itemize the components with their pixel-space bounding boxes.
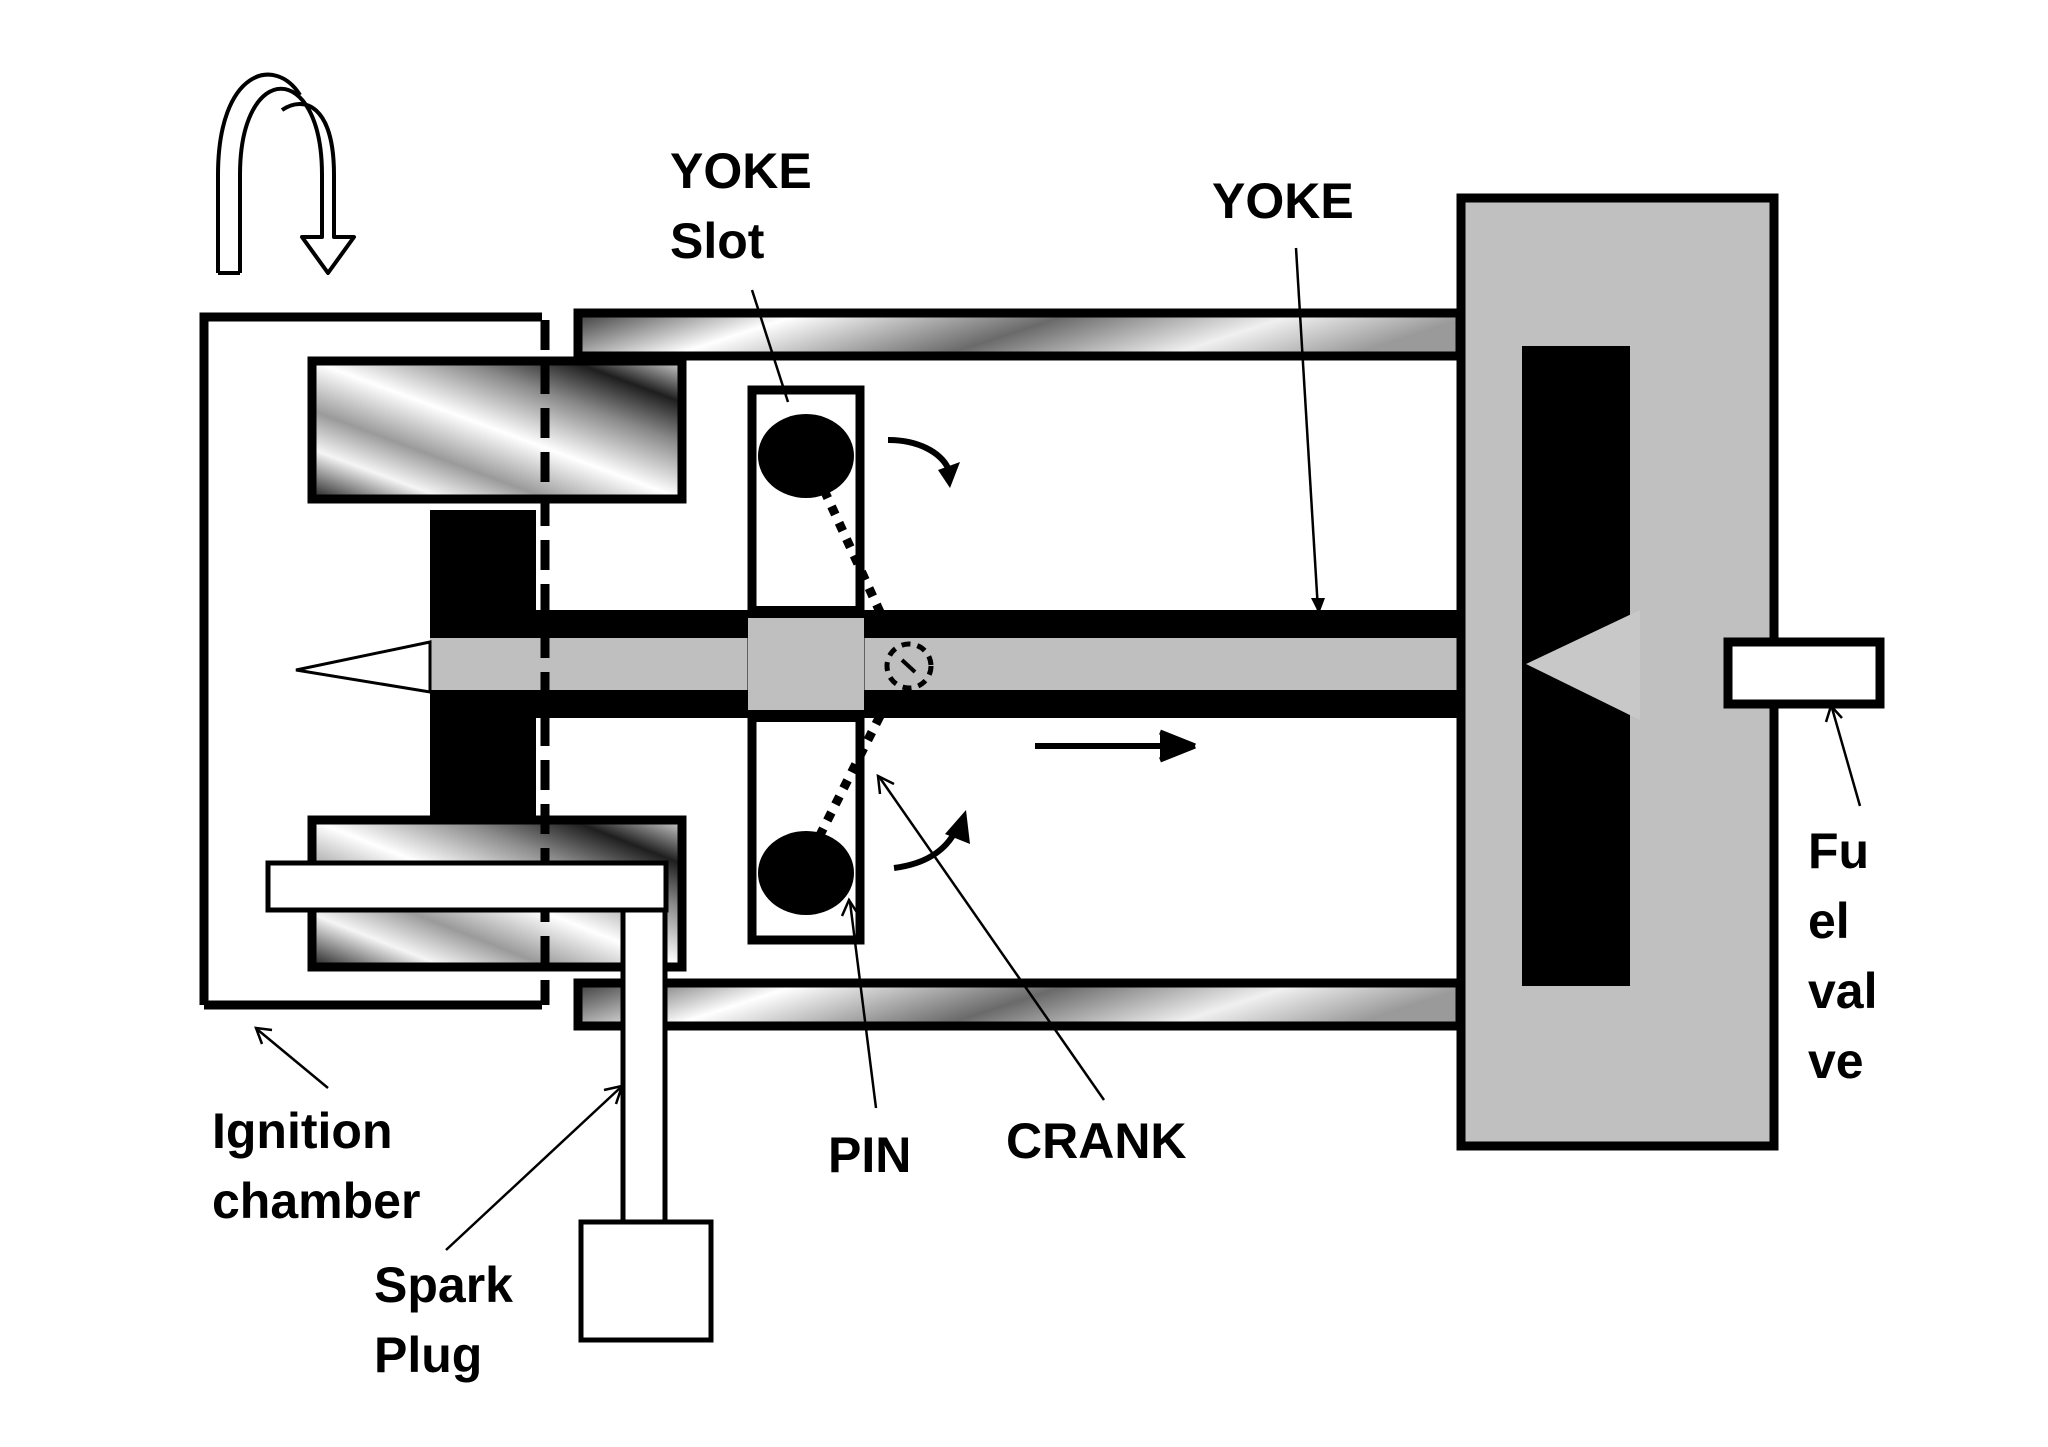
label-crank: CRANK (1006, 1113, 1187, 1169)
label-ignition-line1: Ignition (212, 1103, 393, 1159)
leader-yoke-arrowhead (1311, 598, 1325, 614)
label-fuel-line2: el (1808, 893, 1850, 949)
label-fuel-line1: Fu (1808, 823, 1869, 879)
label-ignition-line2: chamber (212, 1173, 420, 1229)
leader-fuel-arrowhead (1824, 703, 1843, 723)
label-spark-line2: Plug (374, 1327, 482, 1383)
curved-arrow-clockwise-icon (887, 437, 960, 488)
right-arrow-icon (1035, 729, 1196, 763)
label-spark-line1: Spark (374, 1257, 513, 1313)
leader-spark-arrowhead (603, 1084, 624, 1105)
label-fuel-line3: val (1808, 963, 1878, 1019)
curved-u-turn-arrow-icon (216, 72, 356, 275)
label-yoke-slot-line1: YOKE (670, 143, 812, 199)
leader-pin-arrowhead (840, 897, 860, 917)
label-yoke-slot-line2: Slot (670, 213, 765, 269)
leader-ignition-chamber (257, 1029, 329, 1089)
fuel-valve (1723, 637, 1885, 709)
curved-arrow-up-icon (893, 810, 970, 871)
upper-guide-rail (573, 308, 1465, 361)
leader-ignition-arrowhead (254, 1026, 273, 1045)
pin-top (758, 414, 854, 498)
leader-spark-plug (445, 1087, 621, 1251)
ignition-chamber (199, 312, 542, 1010)
crank-center (884, 641, 934, 691)
leader-fuel-valve (1830, 707, 1862, 807)
pin-bottom (758, 831, 854, 915)
spark-plug (265, 860, 714, 1343)
connecting-rod (430, 638, 1526, 690)
leader-crank (878, 777, 1106, 1101)
label-yoke: YOKE (1212, 173, 1354, 229)
leader-crank-arrowhead (876, 773, 895, 795)
yoke-wedge (1526, 610, 1640, 720)
label-fuel-line4: ve (1808, 1033, 1864, 1089)
crank (815, 488, 934, 838)
rod-tip (295, 640, 432, 694)
leader-yoke-slot (750, 289, 790, 403)
lower-guide-rail (573, 978, 1465, 1031)
upper-cylinder-block (307, 356, 687, 504)
leader-yoke (1294, 247, 1320, 611)
label-pin: PIN (828, 1127, 911, 1183)
leader-pin (848, 901, 878, 1109)
